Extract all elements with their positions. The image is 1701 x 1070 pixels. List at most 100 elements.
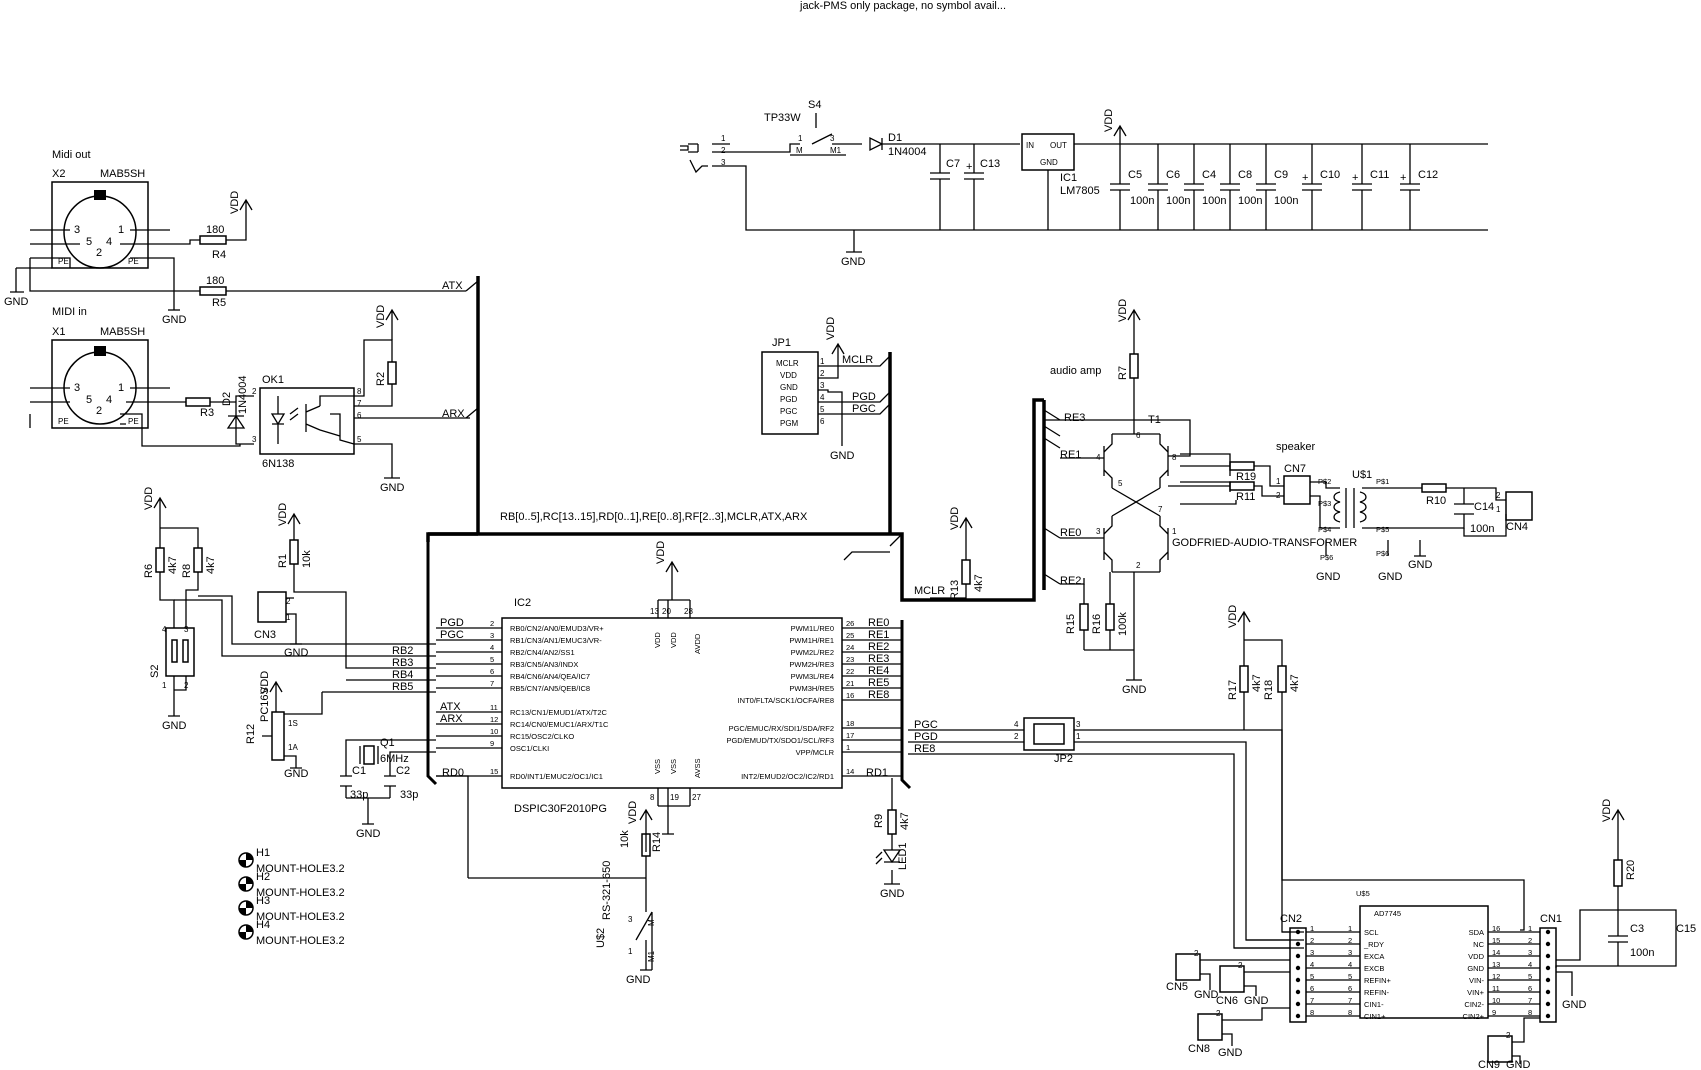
- midi-in-part: MAB5SH: [100, 326, 145, 338]
- rb4-rb5-wires: [322, 679, 436, 693]
- vdd-arrow-psu: [1113, 124, 1127, 144]
- ic2-left-pin-num: 3: [490, 631, 494, 640]
- c12-ref: C12: [1418, 169, 1438, 181]
- s2-lever-2[interactable]: [182, 639, 189, 663]
- jp2-ref: JP2: [1054, 753, 1073, 765]
- r9-ref: R9: [873, 814, 885, 828]
- t1-pin-4: 4: [1096, 453, 1101, 462]
- midi-in-pe-right: PE: [128, 417, 139, 426]
- u2-pin-m1: M1: [647, 950, 656, 962]
- vdd-psu-label: VDD: [1103, 109, 1115, 132]
- cn9-connector[interactable]: [1487, 1035, 1513, 1063]
- t1-pin-8: 8: [1172, 453, 1177, 462]
- mount-hole-part: MOUNT-HOLE3.2: [256, 911, 345, 923]
- r12-vdd-arrow: [269, 680, 283, 702]
- ok1-part: 6N138: [262, 458, 294, 470]
- mclr-stub: [843, 533, 903, 561]
- u1-gnd-1: GND: [1316, 571, 1341, 583]
- u2-switch[interactable]: [635, 856, 653, 971]
- r4-vdd-label: VDD: [229, 191, 241, 214]
- jp1-row-5: PGC: [780, 407, 798, 416]
- u1-coils: [1333, 491, 1367, 523]
- cn3-pin-1: 1: [286, 613, 291, 622]
- ic2-left-pin-num: 5: [490, 655, 494, 664]
- jp2-wires: [1074, 729, 1304, 941]
- ic2-right-pin-num: 23: [846, 655, 854, 664]
- cn5-connector[interactable]: [1175, 953, 1201, 981]
- cn2-pin-dot: [1295, 953, 1301, 959]
- midi-out-gnd-wire: [10, 267, 52, 293]
- t1-transistors: [1103, 434, 1169, 572]
- s2-switch[interactable]: [165, 627, 195, 677]
- r17-r18-vdd: [1237, 610, 1283, 666]
- mount-hole-fill: [239, 853, 253, 867]
- audio-bus-entries: [1043, 409, 1061, 585]
- cn1-pin-dot: [1545, 1001, 1551, 1007]
- r1-val: 10k: [301, 550, 313, 568]
- ic2-right-pin-net: RE2: [868, 641, 889, 653]
- cn4-connector[interactable]: [1505, 491, 1533, 521]
- ic1-part: LM7805: [1060, 185, 1100, 197]
- jack-wires: [712, 143, 1488, 231]
- ad7745-left-pin-num: 2: [1348, 936, 1352, 945]
- c13-ref: C13: [980, 158, 1000, 170]
- s2-to-mcu: [174, 595, 436, 657]
- cn1-header[interactable]: [1539, 927, 1557, 1023]
- u5-ref: U$5: [1356, 889, 1370, 898]
- rd0-wire: [436, 775, 646, 879]
- jp2-pin-1: 1: [1076, 732, 1081, 741]
- midi-out-title: Midi out: [52, 149, 91, 161]
- cn7-pin-1: 1: [1276, 477, 1281, 486]
- midi-out-key: [94, 190, 106, 200]
- ic2-gnd-wires: [657, 788, 691, 835]
- ic2-left-pin-num: 10: [490, 727, 498, 736]
- ic2-top-pin-1: 13: [650, 607, 659, 616]
- cn7-connector[interactable]: [1283, 475, 1311, 505]
- cn6-connector[interactable]: [1219, 965, 1245, 993]
- cn8-connector[interactable]: [1197, 1013, 1223, 1041]
- r13-wires: [930, 516, 973, 599]
- r7-vdd-label: VDD: [1117, 299, 1129, 322]
- ad7745-left-pin-num: 3: [1348, 948, 1352, 957]
- r10-wires: [1446, 487, 1507, 537]
- cn2-link-wires: [1234, 931, 1290, 949]
- r2-vdd-label: VDD: [375, 305, 387, 328]
- cn3-gnd-label: GND: [284, 647, 309, 659]
- ad7745-right-pin-name: GND: [1467, 964, 1484, 973]
- cn2-header[interactable]: [1289, 927, 1307, 1023]
- ic2-left-pin-name: RC13/CN1/EMUD1/ATX/T2C: [510, 708, 608, 717]
- mount-hole-fill: [239, 877, 253, 891]
- jack-pin-3: 3: [721, 158, 726, 167]
- r15-ref: R15: [1065, 614, 1077, 634]
- ic2-part-main: DSPIC30F2010: [514, 803, 591, 815]
- jp2-body[interactable]: [1023, 717, 1075, 751]
- s4-ref: S4: [808, 99, 821, 111]
- r3-resistor: [185, 397, 211, 407]
- s2-lever-1[interactable]: [171, 639, 178, 663]
- cn5-wires: [1200, 959, 1290, 990]
- ad7745-left-pin-name: CIN1-: [1364, 1000, 1384, 1009]
- q1-plates: [359, 746, 379, 764]
- q1-crystal: [363, 745, 375, 765]
- ok1-out-wires: [354, 339, 400, 479]
- q1-ref: Q1: [380, 737, 395, 749]
- cn4-pin-1: 1: [1496, 505, 1501, 514]
- t1-pin-7: 7: [1158, 505, 1163, 514]
- cn1-pin-num: 2: [1528, 936, 1532, 945]
- r5-resistor: [199, 286, 227, 296]
- ad7745-right-pin-name: SDA: [1469, 928, 1484, 937]
- ad7745-name: AD7745: [1374, 909, 1401, 918]
- ad7745-left-pin-num: 7: [1348, 996, 1352, 1005]
- cn9-ref: CN9: [1478, 1059, 1500, 1070]
- cn1-pin-dot: [1545, 965, 1551, 971]
- ic2-right-pin-net: RE8: [868, 689, 889, 701]
- cn5-gnd-label: GND: [1194, 989, 1219, 1001]
- cn1-pin-dot: [1545, 953, 1551, 959]
- c5-cap: [1110, 144, 1130, 230]
- sensor-gnd-label: GND: [1562, 999, 1587, 1011]
- r8-resistor: [193, 547, 203, 573]
- c6-val: 100n: [1166, 195, 1190, 207]
- r12-pot[interactable]: [271, 711, 285, 761]
- cn3-connector[interactable]: [257, 591, 287, 623]
